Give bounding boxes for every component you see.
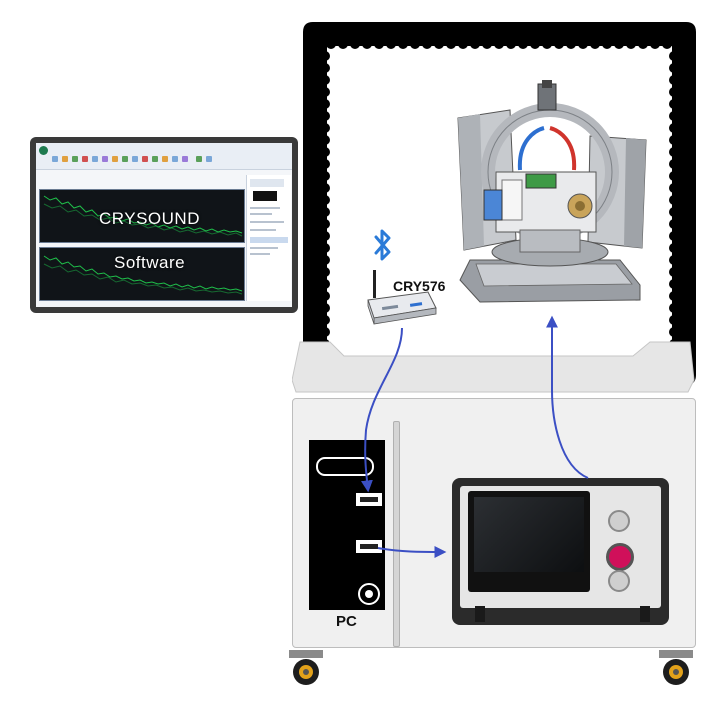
arrow-pc-to-controller — [377, 545, 447, 558]
pc-label: PC — [336, 613, 357, 630]
software-title: CRYSOUND — [99, 209, 200, 228]
emergency-stop-button — [606, 543, 634, 571]
bluetooth-icon — [374, 229, 391, 261]
control-knob-top — [608, 510, 630, 532]
cabinet-top-ledge — [292, 341, 695, 393]
control-unit-foot-right — [640, 606, 650, 622]
pc-drive-slot — [316, 457, 374, 476]
arrow-controller-to-machine — [546, 315, 589, 479]
software-subtitle: Software — [114, 253, 186, 272]
spectrum-trace-1 — [43, 195, 243, 237]
arrow-device-to-pc — [360, 327, 403, 493]
cabinet-divider — [393, 421, 400, 647]
spectrum-plot-1 — [39, 189, 245, 243]
control-knob-bottom — [608, 570, 630, 592]
software-screen: CRYSOUND Software — [36, 143, 292, 307]
touch-screen-display — [474, 497, 584, 572]
pc-usb-port-2 — [356, 540, 382, 553]
wireless-device-cry576 — [367, 270, 437, 325]
device-label: CRY576 — [393, 278, 446, 294]
spectrum-plot-2 — [39, 247, 245, 301]
control-unit-foot-left — [475, 606, 485, 622]
test-fixture-machine — [457, 80, 647, 303]
spectrum-trace-2 — [43, 255, 243, 295]
software-ribbon — [36, 143, 292, 170]
caster-wheel-right — [659, 650, 693, 685]
pc-power-button — [358, 583, 380, 605]
software-side-panel — [246, 175, 291, 301]
pc-usb-port-1 — [356, 493, 382, 506]
app-logo-icon — [39, 146, 48, 155]
caster-wheel-left — [289, 650, 323, 685]
